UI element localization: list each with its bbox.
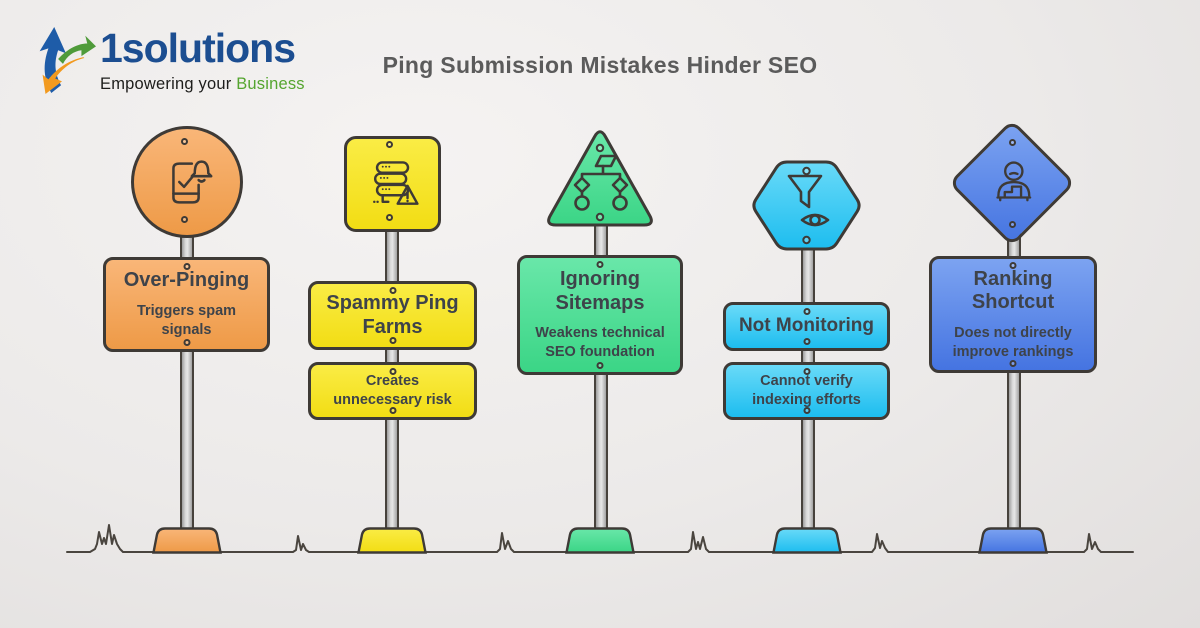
screw-icon <box>389 407 396 414</box>
brand-name: 1solutions <box>100 25 296 71</box>
screw-icon <box>183 263 190 270</box>
sign-title: Ignoring Sitemaps <box>555 268 645 314</box>
screw-icon <box>1009 262 1017 269</box>
sitemap-icon <box>573 154 629 211</box>
screw-icon <box>180 216 188 223</box>
screw-icon <box>389 337 396 344</box>
screw-icon <box>180 138 188 145</box>
screw-icon <box>183 339 190 346</box>
sign-title: Over-Pinging <box>123 269 250 292</box>
sign-shape-diamond <box>948 119 1076 247</box>
screw-icon <box>386 141 393 148</box>
sign-board-secondary: Creates unnecessary risk <box>308 362 477 420</box>
sign-subtitle: Triggers spam signals <box>136 302 237 338</box>
sign-post <box>594 215 608 542</box>
company-logo: 1solutions Empowering your Business <box>28 20 305 100</box>
screw-icon <box>1008 221 1016 228</box>
screw-icon <box>389 368 396 375</box>
sign-title: Ranking Shortcut <box>971 267 1055 314</box>
person-chart-icon <box>996 161 1032 202</box>
sign-post <box>385 215 399 542</box>
sign-board: Ignoring Sitemaps Weakens technical SEO … <box>517 255 683 375</box>
screw-icon <box>803 338 810 345</box>
logo-arrows-icon <box>39 26 96 94</box>
sign-shape-square <box>344 136 441 232</box>
screw-icon <box>803 368 810 375</box>
sign-subtitle: Does not directly improve rankings <box>952 324 1074 360</box>
tagline-prefix: Empowering your <box>100 75 237 93</box>
brand-tagline: Empowering your Business <box>100 75 305 94</box>
sign-shape-hexagon <box>752 160 861 251</box>
screw-icon <box>803 308 810 315</box>
page-title: Ping Submission Mistakes Hinder SEO <box>382 52 818 78</box>
sign-title: Not Monitoring <box>738 315 875 337</box>
ground-line <box>66 524 1134 553</box>
server-warning-icon <box>372 161 419 205</box>
sign-post <box>180 200 194 542</box>
sign-title: Spammy Ping Farms <box>326 291 459 338</box>
sign-post <box>1007 230 1021 542</box>
screw-icon <box>1009 360 1017 367</box>
sign-board-secondary: Cannot verify indexing efforts <box>723 362 890 420</box>
sign-subtitle: Cannot verify indexing efforts <box>752 373 861 408</box>
funnel-eye-icon <box>787 174 830 227</box>
sign-board: Over-Pinging Triggers spam signals <box>103 257 270 352</box>
phone-bell-icon <box>172 160 213 204</box>
screw-icon <box>596 362 604 369</box>
screw-icon <box>389 287 396 294</box>
sign-shape-triangle <box>547 130 653 227</box>
sign-shape-circle <box>131 126 243 238</box>
screw-icon <box>803 407 810 414</box>
sign-board: Not Monitoring <box>723 302 890 351</box>
screw-icon <box>1008 139 1016 146</box>
screw-icon <box>386 214 393 221</box>
screw-icon <box>596 261 604 268</box>
tagline-highlight: Business <box>236 75 305 93</box>
sign-board: Spammy Ping Farms <box>308 281 477 350</box>
sign-subtitle: Creates unnecessary risk <box>333 373 452 408</box>
sign-post <box>801 240 815 542</box>
sign-board: Ranking Shortcut Does not directly impro… <box>929 256 1097 373</box>
sign-subtitle: Weakens technical SEO foundation <box>535 325 665 361</box>
